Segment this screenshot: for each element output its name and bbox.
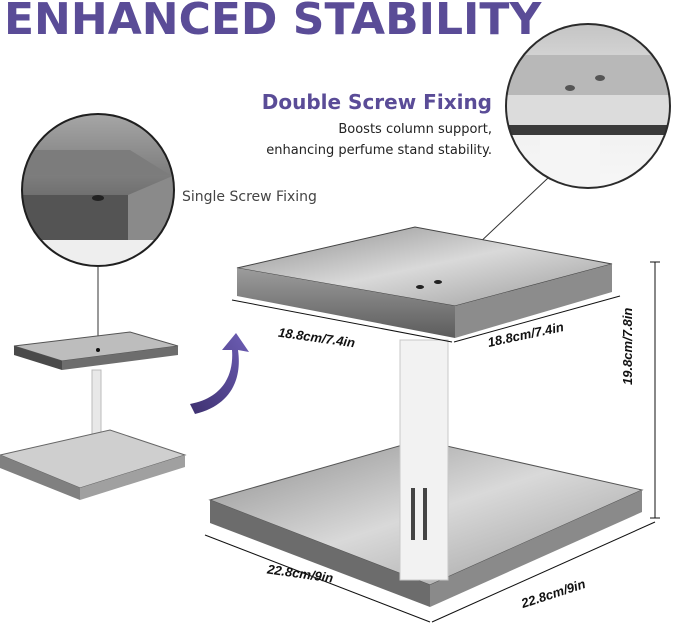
dimension-height: 19.8cm/7.8in <box>620 307 635 385</box>
dimension-lines <box>204 261 660 623</box>
double-screw-title: Double Screw Fixing <box>261 90 492 114</box>
double-screw-zoom <box>506 24 670 188</box>
page-title: ENHANCED STABILITY <box>4 0 542 45</box>
large-stand <box>208 226 644 607</box>
small-stand <box>0 331 187 500</box>
double-screw-line-2: enhancing perfume stand stability. <box>266 143 492 158</box>
single-screw-label: Single Screw Fixing <box>182 189 317 205</box>
single-screw-zoom <box>22 114 174 266</box>
curved-arrow-icon <box>190 333 249 414</box>
double-screw-line-1: Boosts column support, <box>338 122 492 137</box>
